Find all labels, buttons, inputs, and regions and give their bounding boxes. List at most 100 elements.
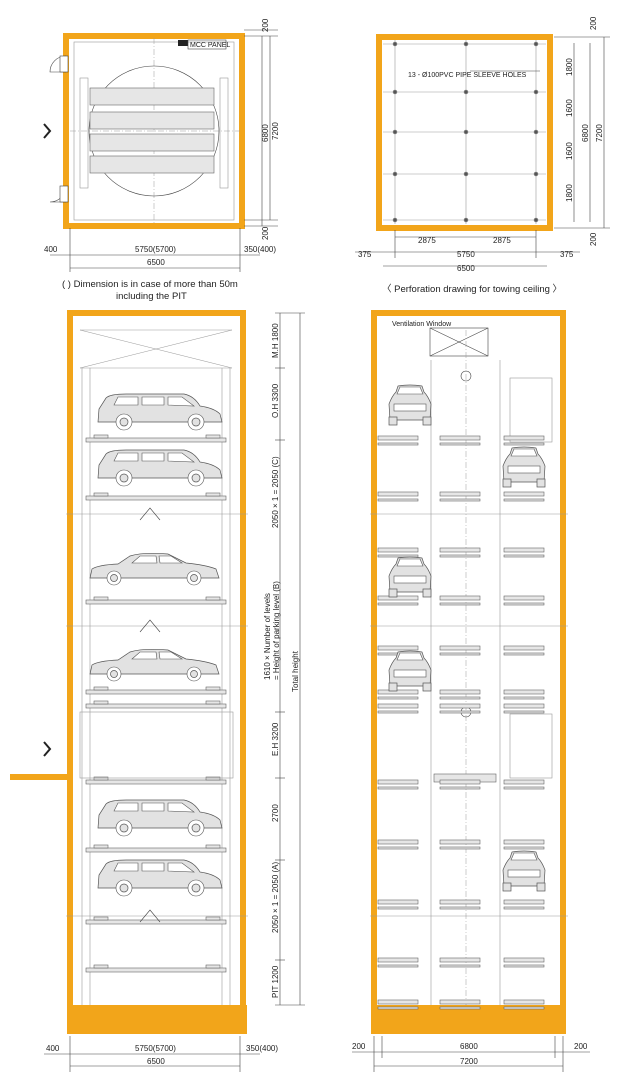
pallet-track [377, 435, 419, 446]
mcc-panel-marker [178, 40, 188, 46]
svg-text:6500: 6500 [147, 1057, 165, 1066]
pallet-beam [85, 689, 227, 695]
break-symbol [139, 619, 161, 633]
entry-floor [10, 774, 72, 780]
svg-text:1610 × Number of levels: 1610 × Number of levels [263, 593, 272, 680]
car-front [388, 384, 432, 426]
ventilation-label: Ventilation Window [392, 321, 452, 328]
pallet-track [503, 703, 545, 714]
svg-text:375: 375 [560, 250, 574, 259]
pallet-track [439, 491, 481, 502]
svg-text:375: 375 [358, 250, 372, 259]
pallet-beam [85, 599, 227, 605]
elevation-right: Ventilation Window 200 6800 200 7200 [352, 310, 590, 1072]
pallet-support [93, 916, 109, 921]
sleeve-hole [392, 171, 398, 177]
pallet-track [439, 703, 481, 714]
pallet-track [439, 899, 481, 910]
suv-car [97, 393, 223, 431]
sleeve-hole [533, 89, 539, 95]
svg-text:7200: 7200 [595, 124, 604, 142]
pallet-support [205, 434, 221, 439]
elevation-left-pit-slab [67, 1005, 247, 1034]
svg-text:E.H 3200: E.H 3200 [271, 722, 280, 756]
pallet-beam [85, 437, 227, 443]
svg-text:Total height: Total height [291, 650, 300, 692]
pallet-track [377, 839, 419, 850]
pallet-beam [85, 967, 227, 973]
sedan-car [89, 648, 220, 682]
pallet-support [93, 434, 109, 439]
pallet-track [503, 779, 545, 790]
sleeve-hole [463, 129, 469, 135]
sleeve-hole [463, 217, 469, 223]
svg-text:M.H 1800: M.H 1800 [271, 323, 280, 358]
turntable [88, 65, 220, 197]
plan-left: MCC PANEL 200 6800 7200 200 400 5750(570… [43, 18, 280, 302]
pallet-track [439, 779, 481, 790]
pallet-track [377, 703, 419, 714]
svg-text:200: 200 [589, 232, 598, 246]
svg-text:2700: 2700 [271, 804, 280, 822]
pallet-track [377, 595, 419, 606]
pallet-beam [85, 779, 227, 785]
pallet-track [503, 595, 545, 606]
svg-text:1600: 1600 [565, 142, 574, 160]
pallet-track [503, 491, 545, 502]
pallet-support [205, 916, 221, 921]
sedan-car [89, 552, 220, 586]
svg-text:6800: 6800 [581, 124, 590, 142]
pallet-support [93, 964, 109, 969]
suv-car [97, 859, 223, 897]
holes-label: 13 - Ø100PVC PIPE SLEEVE HOLES [408, 72, 527, 79]
svg-text:6500: 6500 [147, 258, 165, 267]
plan-left-caption: ( ) Dimension is in case of more than 50… [62, 279, 238, 290]
svg-text:5750: 5750 [457, 250, 475, 259]
pallet-track [439, 999, 481, 1010]
pallet-support [93, 686, 109, 691]
pallet-support [93, 492, 109, 497]
svg-text:200: 200 [352, 1042, 366, 1051]
pallet-support [93, 776, 109, 781]
svg-text:1800: 1800 [565, 184, 574, 202]
pallet-track [503, 645, 545, 656]
pallet-track [439, 957, 481, 968]
svg-text:7200: 7200 [460, 1057, 478, 1066]
sleeve-hole [392, 89, 398, 95]
svg-text:200: 200 [574, 1042, 588, 1051]
plan-left-wall [63, 33, 245, 229]
svg-text:200: 200 [261, 226, 270, 240]
sleeve-hole [533, 171, 539, 177]
pallet-track [503, 957, 545, 968]
sleeve-hole [392, 129, 398, 135]
sleeve-hole [463, 171, 469, 177]
sleeve-hole [463, 41, 469, 47]
pallet-support [205, 844, 221, 849]
sleeve-hole [463, 89, 469, 95]
svg-text:350(400): 350(400) [244, 245, 276, 254]
plan-left-caption-2: including the PIT [116, 291, 187, 302]
svg-text:6500: 6500 [457, 264, 475, 273]
svg-text:7200: 7200 [271, 122, 280, 140]
pallet-track [503, 547, 545, 558]
pallet-track [377, 999, 419, 1010]
break-symbol [139, 909, 161, 923]
pallet-track [439, 689, 481, 700]
pallet-track [503, 899, 545, 910]
sleeve-hole [533, 129, 539, 135]
car-front [388, 650, 432, 692]
suv-car [97, 799, 223, 837]
pallet-support [93, 596, 109, 601]
pallet-beam [85, 495, 227, 501]
pallet-support [205, 776, 221, 781]
pallet-support [93, 700, 109, 705]
mcc-panel-label: MCC PANEL [190, 42, 230, 49]
svg-text:1600: 1600 [565, 99, 574, 117]
car-front [388, 556, 432, 598]
pallet-track [439, 547, 481, 558]
svg-text:200: 200 [261, 18, 270, 32]
pallet-beam [85, 847, 227, 853]
car-front [502, 850, 546, 892]
svg-text:2050 × 1 = 2050 (C): 2050 × 1 = 2050 (C) [271, 456, 280, 528]
